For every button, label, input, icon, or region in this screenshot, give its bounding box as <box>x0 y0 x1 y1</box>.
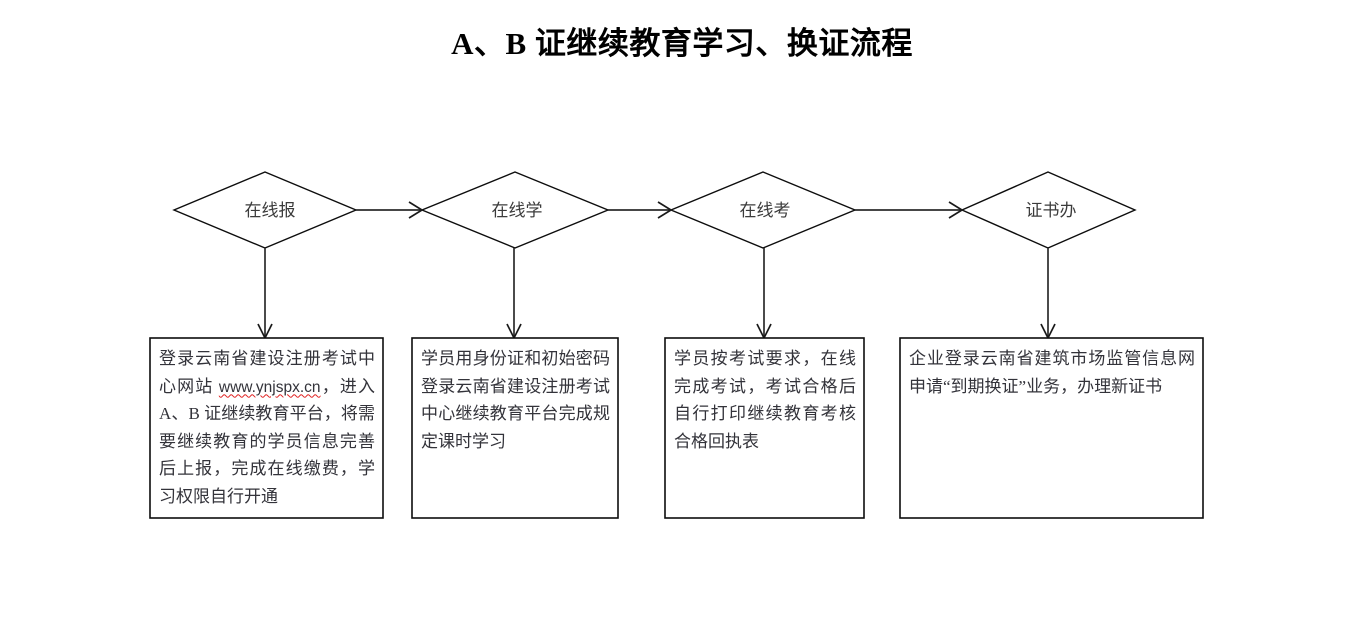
box-text-4: 企业登录云南省建筑市场监管信息网申请“到期换证”业务，办理新证书 <box>909 349 1195 396</box>
box-1-url[interactable]: www.ynjspx.cn <box>218 378 321 396</box>
connector-diamond-2-box-2-arrowhead <box>506 323 522 340</box>
page-title: A、B 证继续教育学习、换证流程 <box>451 26 913 61</box>
connector-2-3-arrowhead <box>657 201 673 219</box>
connector-diamond-4-box-4-arrowhead <box>1040 323 1056 340</box>
box-text-1: 登录云南省建设注册考试中心网站 www.ynjspx.cn，进入 A、B 证继续… <box>159 345 375 510</box>
connector-1-2-arrowhead <box>408 201 424 219</box>
diamond-label-4[interactable]: 证书办 <box>1025 201 1077 220</box>
diamond-label-3[interactable]: 在线考 <box>739 201 791 220</box>
diamond-label-2[interactable]: 在线学 <box>491 201 543 220</box>
connector-3-4-arrowhead <box>948 201 964 219</box>
box-text-3: 学员按考试要求，在线完成考试，考试合格后自行打印继续教育考核合格回执表 <box>674 349 856 451</box>
diamond-label-1[interactable]: 在线报 <box>244 201 296 220</box>
box-1-text-prefix: 登录云南省建设注册考试中心网站 <box>159 349 375 396</box>
connector-diamond-3-box-3-arrowhead <box>756 323 772 340</box>
box-text-2: 学员用身份证和初始密码登录云南省建设注册考试中心继续教育平台完成规定课时学习 <box>421 349 610 451</box>
connector-diamond-1-box-1-arrowhead <box>257 323 273 340</box>
box-1-text-suffix: ，进入 A、B 证继续教育平台，将需要继续教育的学员信息完善后上报，完成在线缴费… <box>159 376 375 506</box>
